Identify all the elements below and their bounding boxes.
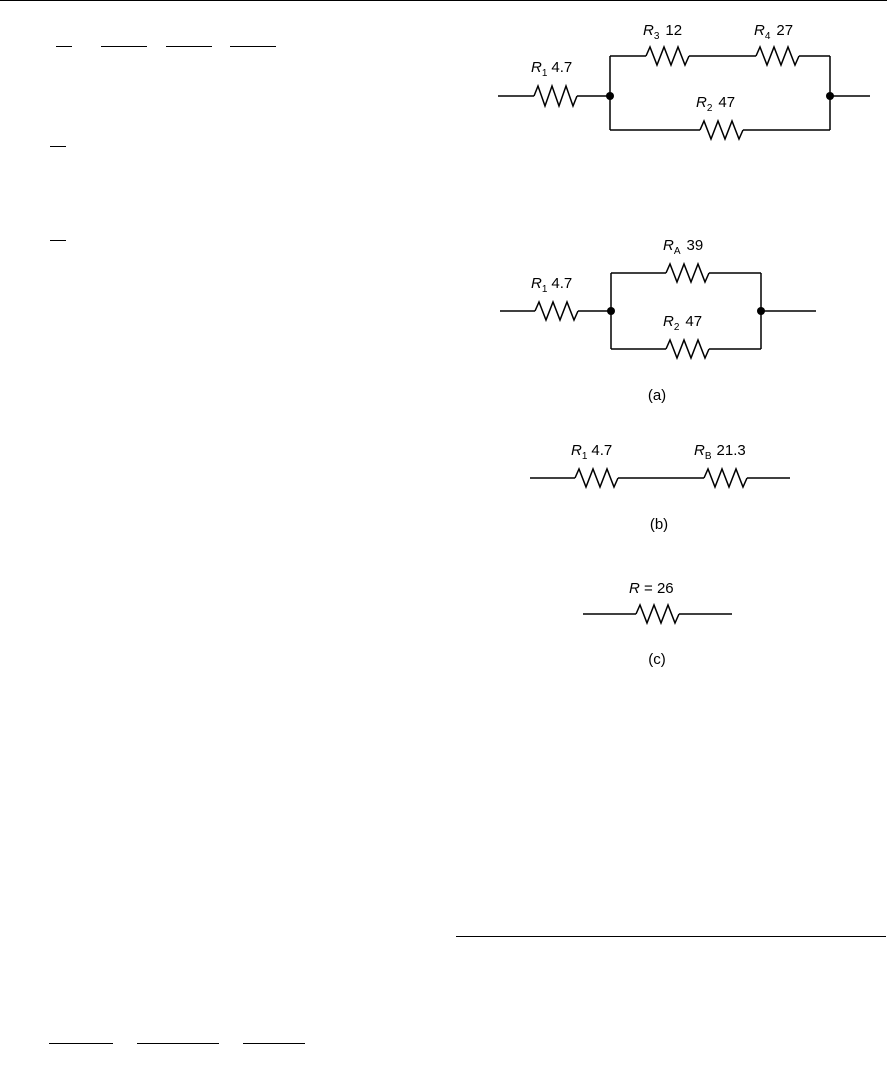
- resistor-rb: [703, 466, 748, 490]
- fraction-bar: [137, 1043, 219, 1044]
- junction-node: [607, 307, 615, 315]
- circuit-original: [498, 44, 870, 142]
- resistor-r2: [665, 337, 710, 361]
- caption-c: (c): [648, 651, 666, 668]
- section-rule: [456, 936, 886, 937]
- label-r-total: R = 26: [629, 580, 674, 597]
- fraction-bar: [230, 46, 276, 47]
- resistor-r4: [755, 44, 800, 68]
- circuit-b: [530, 466, 790, 490]
- junction-node: [826, 92, 834, 100]
- fraction-bar: [166, 46, 212, 47]
- junction-node: [606, 92, 614, 100]
- resistor-r1: [533, 83, 578, 109]
- resistor-ra: [665, 261, 710, 285]
- junction-node: [757, 307, 765, 315]
- caption-b: (b): [650, 516, 668, 533]
- top-rule: [0, 0, 887, 1]
- caption-a: (a): [648, 387, 666, 404]
- fraction-bar: [56, 46, 72, 47]
- resistor-r2: [699, 118, 744, 142]
- circuit-a: [500, 261, 816, 361]
- circuit-c: [583, 602, 732, 626]
- resistor-r3: [645, 44, 690, 68]
- resistor-r: [635, 602, 680, 626]
- resistor-r1: [574, 466, 619, 490]
- fraction-bar: [243, 1043, 305, 1044]
- fraction-bar: [50, 240, 66, 241]
- fraction-bar: [101, 46, 147, 47]
- fraction-bar: [50, 146, 66, 147]
- resistor-r1: [534, 299, 579, 323]
- fraction-bar: [49, 1043, 113, 1044]
